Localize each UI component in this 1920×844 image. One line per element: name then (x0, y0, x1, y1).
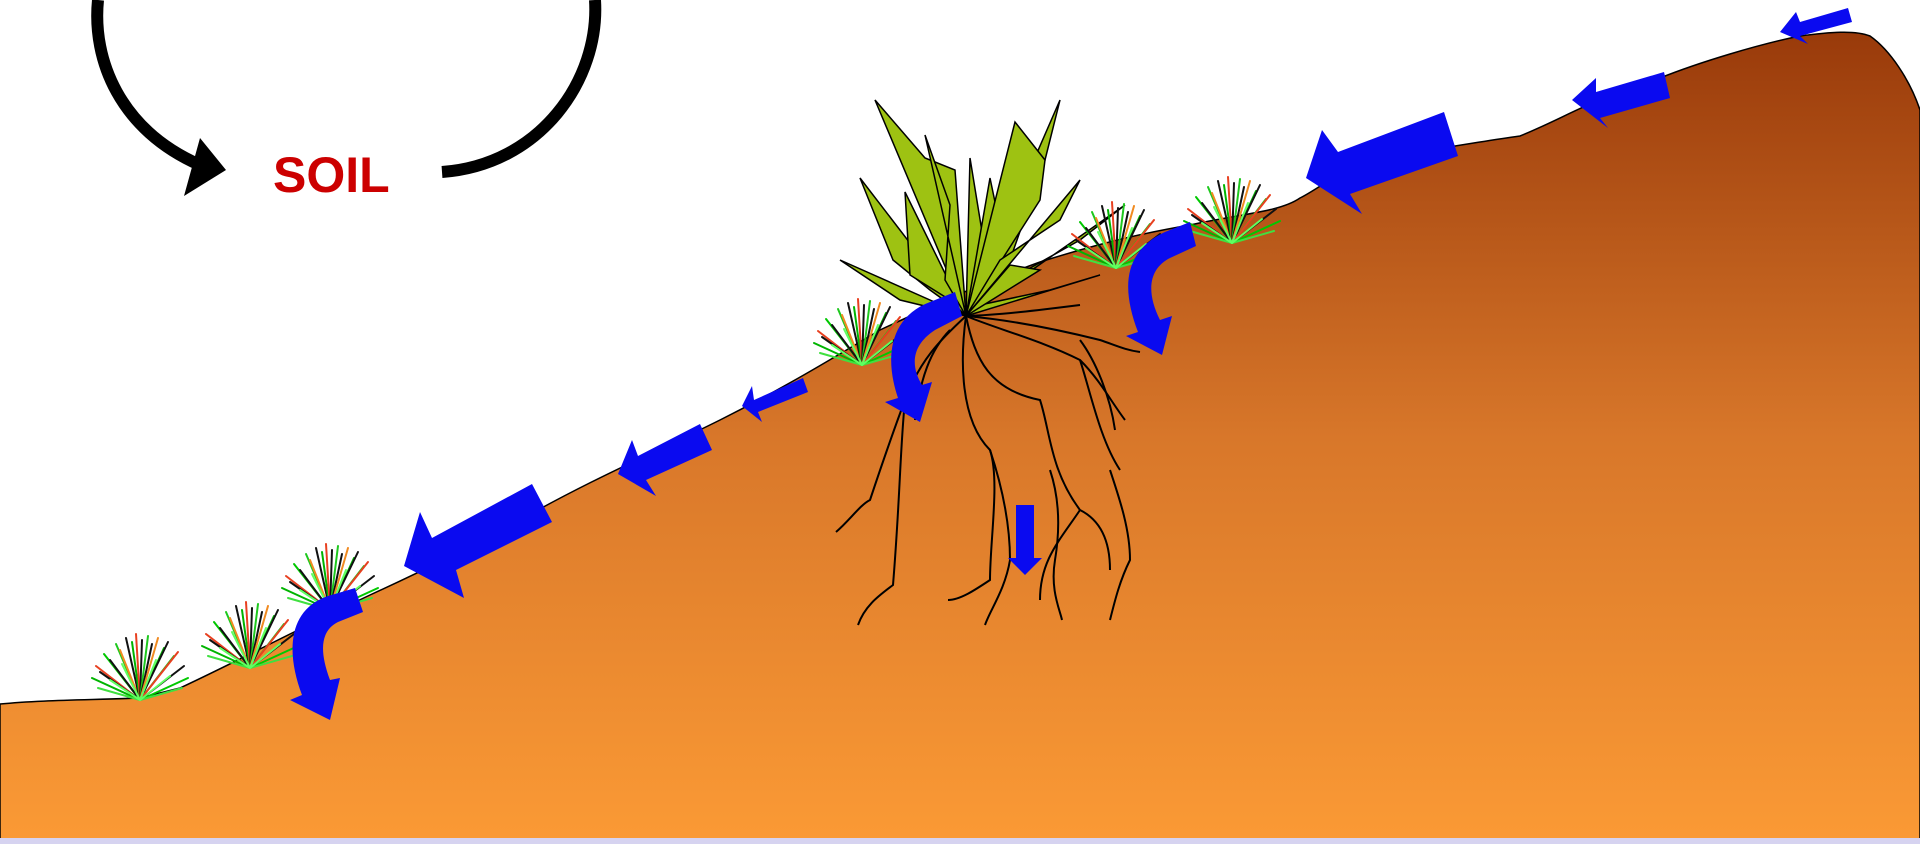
bottom-strip (0, 838, 1920, 844)
soil-label: SOIL (273, 147, 390, 203)
